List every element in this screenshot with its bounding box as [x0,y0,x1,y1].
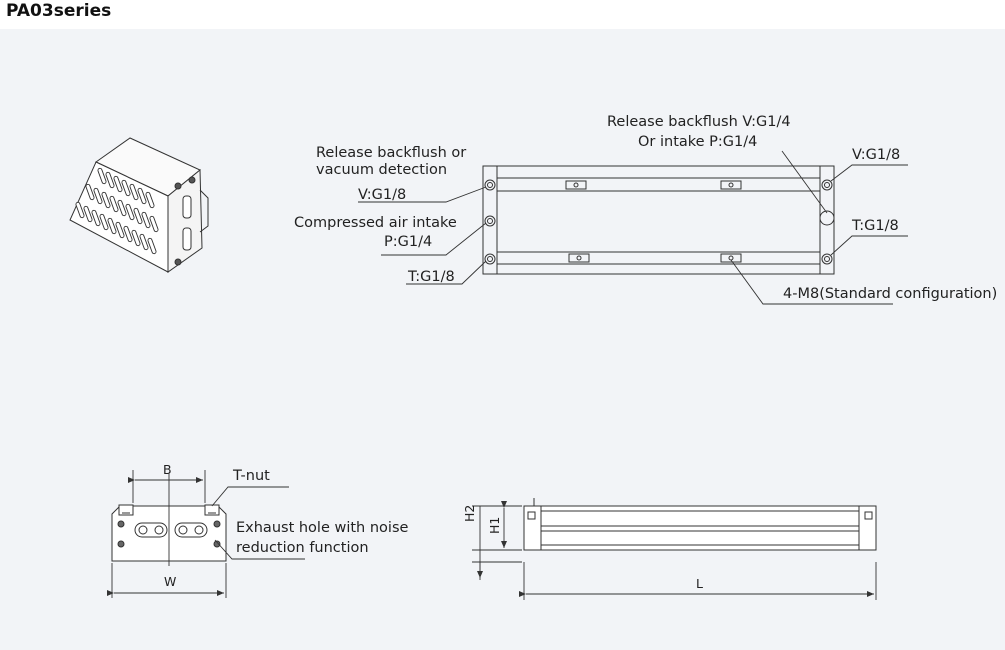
side-view-dimensions [472,501,877,600]
top-view-labels: Release backflush or vacuum detection V:… [294,114,997,302]
label-release-backflush-or: Release backflush or [316,145,466,161]
label-t-g18-right: T:G1/8 [851,218,899,234]
label-or-intake-p: Or intake P:G1/4 [638,134,757,150]
label-m8-config: 4-M8(Standard configuration) [783,286,997,302]
label-t-g18-left: T:G1/8 [407,269,455,285]
label-v-g18-left: V:G1/8 [358,187,406,203]
dim-label-b: B [163,462,172,477]
dim-label-l: L [696,576,703,591]
label-v-g18-right: V:G1/8 [852,147,900,163]
label-p-g14-left: P:G1/4 [384,234,432,250]
label-exhaust-line1: Exhaust hole with noise [236,520,408,536]
label-t-nut: T-nut [232,468,270,484]
page-title: PA03series [6,1,112,21]
side-view-labels: H2 H1 L [462,505,703,591]
top-view-leader-lines [358,150,908,305]
top-view-drawing [482,165,835,275]
product-isometric-illustration [69,137,209,273]
end-view-dimensions [107,470,305,598]
label-vacuum-detection: vacuum detection [316,162,447,178]
dim-label-w: W [164,574,176,589]
label-release-backflush-v: Release backflush V:G1/4 [607,114,791,130]
label-exhaust-line2: reduction function [236,540,369,556]
label-compressed-air-intake: Compressed air intake [294,215,457,231]
dim-label-h2: H2 [462,505,477,522]
dim-label-h1: H1 [487,517,502,534]
side-view-drawing [523,498,877,551]
end-view-labels: B T-nut Exhaust hole with noise reductio… [163,462,408,589]
